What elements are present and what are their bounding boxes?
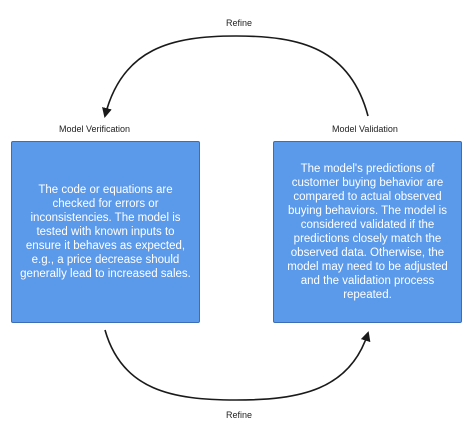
model-verification-title: Model Verification [59, 124, 131, 134]
model-verification-box: The code or equations are checked for er… [11, 141, 200, 323]
bottom-refine-arrow [104, 329, 371, 401]
model-validation-description: The model's predictions of customer buyi… [287, 163, 448, 301]
model-verification-description: The code or equations are checked for er… [20, 184, 191, 280]
refine-label-top: Refine [226, 18, 253, 28]
model-validation-box: The model's predictions of customer buyi… [273, 141, 462, 323]
top-refine-arrow [102, 35, 369, 118]
model-validation-title: Model Validation [332, 124, 398, 134]
refine-label-bottom: Refine [226, 410, 253, 420]
